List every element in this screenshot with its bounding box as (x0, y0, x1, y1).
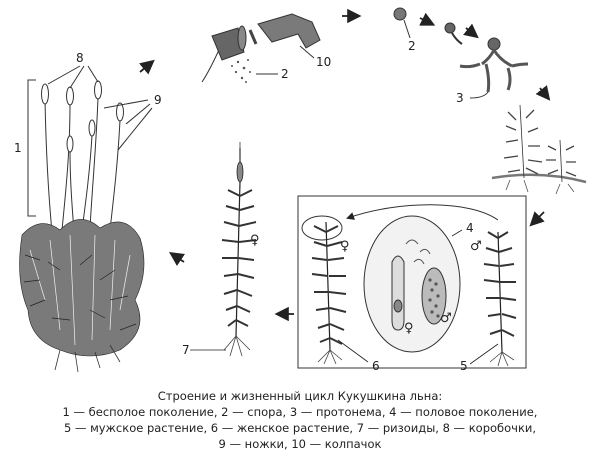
leader-4 (451, 229, 463, 237)
capsule-with-calyptra (201, 13, 321, 83)
capsule (116, 102, 124, 122)
spore (393, 7, 407, 21)
gametangia-detail (363, 215, 463, 353)
seta (44, 99, 53, 233)
arrow-3 (419, 12, 436, 26)
leader-9 (103, 99, 153, 151)
arrow-1 (139, 59, 155, 75)
protonema-stages (393, 7, 529, 99)
bracket-1 (27, 79, 36, 217)
capsule (66, 135, 74, 153)
seta (61, 103, 71, 231)
seta (109, 119, 121, 231)
label-8: 8 (76, 51, 84, 65)
capsule (88, 119, 96, 137)
gametophyte-tuft (19, 219, 145, 373)
label-2b: 2 (408, 39, 416, 53)
diagram-labels: 1 8 9 2 10 2 3 4 5 6 7 (14, 39, 474, 373)
calyptra (257, 13, 321, 49)
leader-8 (47, 65, 99, 89)
spores (231, 59, 251, 83)
label-4: 4 (466, 221, 474, 235)
capsule (66, 86, 74, 106)
capsule (41, 83, 49, 105)
leader-5 (469, 343, 499, 365)
caption-line: 5 — мужское растение, 6 — женское растен… (63, 421, 537, 435)
label-2a: 2 (281, 67, 289, 81)
female-symbol: ♀ (404, 321, 414, 336)
caption-line: 1 — бесполое поколение, 2 — спора, 3 — п… (62, 405, 538, 419)
leader-3 (469, 91, 489, 99)
arrow-6 (529, 211, 545, 227)
label-10: 10 (316, 55, 331, 69)
diagram-canvas: 1 8 9 2 10 2 3 4 5 6 7 ♀ ♀ ♀ ♂ ♂ (14, 7, 587, 373)
seta (69, 149, 75, 233)
leader-2b (403, 19, 411, 39)
female-plant-6 (311, 221, 369, 365)
male-symbol: ♂ (470, 239, 482, 254)
capsule-body (211, 27, 245, 61)
cycle-arrows (139, 8, 551, 322)
antheridium (421, 267, 447, 325)
male-symbol: ♂ (440, 311, 452, 326)
fertilization-arrow (346, 204, 499, 221)
arrow-4 (463, 23, 479, 39)
caption-line: 9 — ножки, 10 — колпачок (218, 437, 382, 451)
female-symbol: ♀ (250, 233, 260, 248)
label-5: 5 (460, 359, 468, 373)
label-7: 7 (182, 343, 190, 357)
label-9: 9 (154, 93, 162, 107)
sporophyte-clump (27, 65, 153, 233)
protonema (459, 49, 529, 93)
leader-6 (337, 339, 369, 363)
female-symbol: ♀ (340, 239, 350, 254)
sex-symbols: ♀ ♀ ♀ ♂ ♂ (250, 233, 482, 336)
archegonium-highlight (301, 215, 343, 241)
male-plant-5 (469, 231, 517, 367)
archegonium (391, 255, 405, 331)
arrow-5 (535, 85, 551, 101)
figure-caption: Строение и жизненный цикл Кукушкина льна… (0, 388, 600, 452)
label-1: 1 (14, 141, 22, 155)
arrow-8 (169, 252, 185, 266)
leader-10 (299, 45, 315, 59)
label-3: 3 (456, 91, 464, 105)
capsule (94, 80, 102, 100)
young-plants (491, 104, 587, 195)
female-plant-with-sporophyte (190, 142, 257, 357)
label-6: 6 (372, 359, 380, 373)
sexual-generation-box (297, 195, 527, 369)
seta (89, 97, 99, 229)
caption-title: Строение и жизненный цикл Кукушкина льна… (157, 389, 443, 403)
